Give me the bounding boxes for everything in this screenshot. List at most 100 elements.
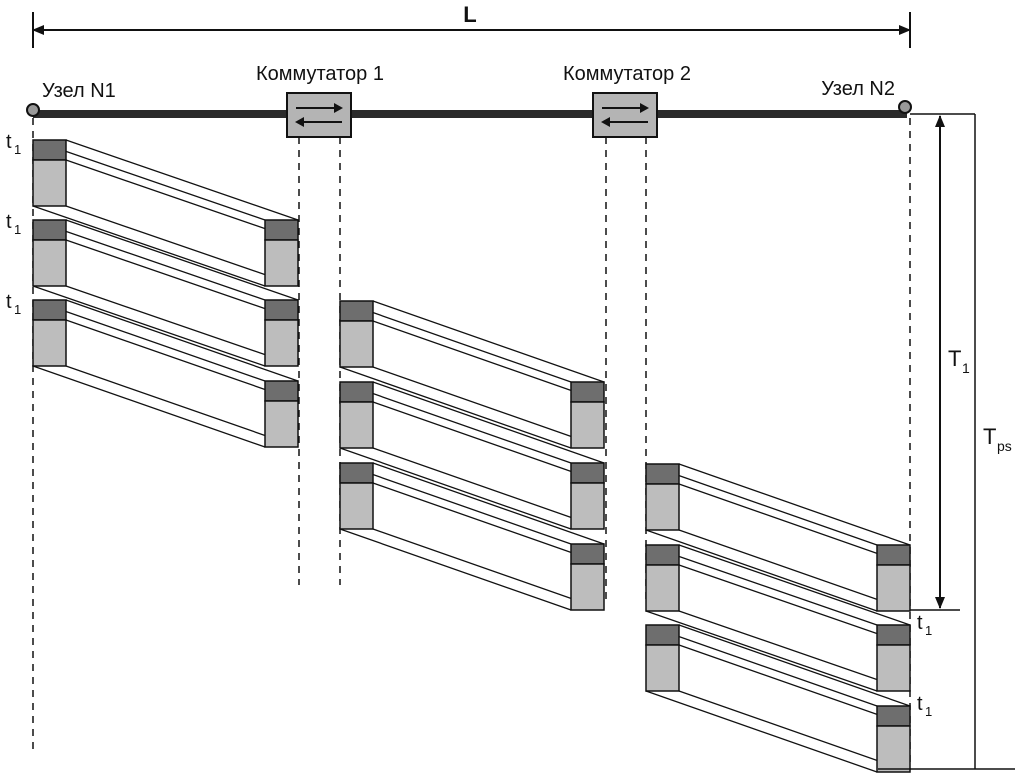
packet-header (570, 462, 605, 484)
packet-hop3-src-2 (645, 544, 680, 612)
packet-hop3-src-1 (645, 463, 680, 531)
packet-header (32, 139, 67, 161)
link-hop1-1-mid (65, 159, 299, 241)
packet-body (32, 159, 67, 207)
link-hop1-3-bot (65, 365, 299, 448)
svg-text:T: T (983, 424, 996, 449)
link-hop2-3-mid (372, 482, 605, 565)
packet-body (339, 401, 374, 449)
packet-header (570, 381, 605, 403)
link-hop1-3-topr (65, 299, 299, 382)
packet-hop1-src-1 (32, 139, 67, 207)
link-hop3-2-botl (645, 610, 878, 692)
link-hop3-2-bot (678, 610, 911, 692)
packet-header (32, 219, 67, 241)
link-hop2-1-mid (372, 320, 605, 403)
svg-text:1: 1 (925, 623, 932, 638)
packet-hop2-src-3 (339, 462, 374, 530)
packet-hop3-dst-2 (876, 624, 911, 692)
link-hop3-3-botl (645, 690, 878, 773)
svg-text:t: t (6, 211, 12, 233)
link-hop1-2-topr (65, 219, 299, 301)
link-hop3-1-bot (678, 529, 911, 612)
link-hop1-3-mid (65, 319, 299, 402)
switch-2-label: Коммутатор 2 (563, 63, 691, 85)
packet-header (339, 462, 374, 484)
t1-label-right-1: t 1 (917, 612, 932, 638)
svg-text:1: 1 (925, 704, 932, 719)
link-hop3-3-top (645, 624, 878, 707)
transmission-line (33, 110, 907, 118)
link-hop3-1-botl (645, 529, 878, 612)
packet-header (264, 219, 299, 241)
packet-header (264, 380, 299, 402)
link-hop1-2-mid (65, 239, 299, 321)
packet-hop2-src-1 (339, 300, 374, 368)
link-hop1-2-bot (65, 285, 299, 367)
node-n2-point (898, 100, 912, 114)
link-hop3-1-topr (678, 463, 911, 546)
packet-body (570, 401, 605, 449)
packet-body (876, 725, 911, 773)
packet-body (876, 644, 911, 692)
node-n1-point (26, 103, 40, 117)
svg-text:t: t (917, 612, 923, 634)
link-hop2-2-bot (372, 447, 605, 530)
packet-body (339, 482, 374, 530)
packet-hop2-src-2 (339, 381, 374, 449)
t1-label-right-2: t 1 (917, 693, 932, 719)
packet-body (264, 239, 299, 287)
packet-hop2-dst-2 (570, 462, 605, 530)
packet-hop1-src-3 (32, 299, 67, 367)
link-hop1-1-botl (32, 205, 266, 287)
svg-text:1: 1 (962, 360, 970, 376)
svg-text:t: t (6, 291, 12, 313)
packet-header (570, 543, 605, 565)
packet-hop2-dst-3 (570, 543, 605, 611)
link-hop1-3-top (32, 299, 266, 382)
svg-text:t: t (917, 693, 923, 715)
packet-body (570, 563, 605, 611)
node-n1-label: Узел N1 (42, 80, 116, 102)
link-hop2-2-mid (372, 401, 605, 484)
link-hop3-3-bot (678, 690, 911, 773)
propagation-lines (32, 139, 911, 773)
switch-1-icon (286, 92, 352, 138)
length-label: L (463, 2, 476, 27)
link-hop2-1-top (339, 300, 572, 383)
link-hop1-1-bot (65, 205, 299, 287)
svg-text:1: 1 (14, 222, 21, 237)
link-hop2-1-botl (339, 366, 572, 449)
packet-header (32, 299, 67, 321)
svg-text:ps: ps (997, 438, 1012, 454)
packet-hop3-src-3 (645, 624, 680, 692)
packet-hop1-dst-3 (264, 380, 299, 448)
t1-interval-label: T 1 (948, 346, 970, 376)
packet-header (645, 544, 680, 566)
link-hop1-1-topr (65, 139, 299, 221)
packet-body (264, 319, 299, 367)
packet-header (339, 300, 374, 322)
link-hop3-2-top (645, 544, 878, 626)
link-hop2-1-topr (372, 300, 605, 383)
link-hop3-2-mid (678, 564, 911, 646)
link-hop1-2-botl (32, 285, 266, 367)
svg-text:T: T (948, 346, 961, 371)
packet-body (645, 644, 680, 692)
link-hop2-2-top (339, 381, 572, 464)
t1-label-left-1: t 1 (6, 131, 21, 157)
link-hop1-1-top (32, 139, 266, 221)
switch-1-label: Коммутатор 1 (256, 63, 384, 85)
packet-body (32, 319, 67, 367)
packet-header (876, 544, 911, 566)
link-hop2-2-topr (372, 381, 605, 464)
packet-hop1-dst-2 (264, 299, 299, 367)
link-hop2-3-top (339, 462, 572, 545)
link-hop3-2-topr (678, 544, 911, 626)
packet-body (32, 239, 67, 287)
link-hop2-2-botl (339, 447, 572, 530)
packet-body (339, 320, 374, 368)
tps-interval-label: T ps (983, 424, 1012, 454)
packet-hop1-src-2 (32, 219, 67, 287)
packet-hop3-dst-1 (876, 544, 911, 612)
